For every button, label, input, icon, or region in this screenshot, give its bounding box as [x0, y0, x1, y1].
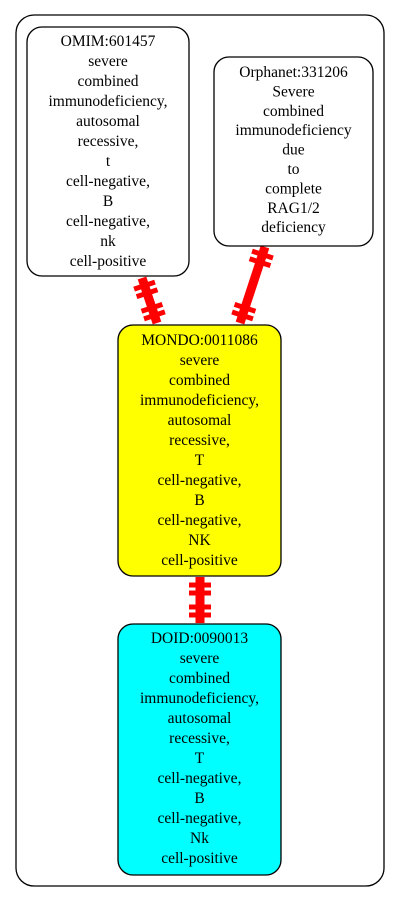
node-doid-label-line: severe	[180, 650, 220, 667]
node-doid-label-line: combined	[169, 670, 230, 687]
edges-layer	[133, 245, 274, 623]
node-mondo-id-label: MONDO:0011086	[141, 332, 258, 349]
node-doid-id-label: DOID:0090013	[151, 630, 249, 647]
node-omim-label-line: combined	[77, 73, 138, 90]
node-doid-label-line: immunodeficiency,	[140, 690, 259, 707]
node-omim-id-label: OMIM:601457	[61, 33, 156, 50]
node-omim[interactable]: OMIM:601457 severe combined immunodeficienc…	[26, 26, 190, 277]
edge-mondo-to-doid	[189, 577, 211, 623]
node-orphanet-box	[213, 56, 374, 247]
node-mondo-label-line: severe	[180, 352, 220, 369]
edge-tee-marker	[231, 309, 254, 322]
node-mondo-box	[117, 324, 282, 577]
edge-tee-marker	[251, 248, 274, 261]
node-orphanet-label-line: complete	[265, 180, 322, 197]
node-omim-label-line: severe	[88, 53, 128, 70]
node-doid-label-line: Nk	[190, 830, 209, 847]
node-omim-label-line: B	[103, 193, 113, 210]
node-orphanet-label-line: Severe	[272, 83, 314, 100]
node-doid[interactable]: DOID:0090013 severe combined immunodeficien…	[117, 623, 282, 876]
nodes-layer: OMIM:601457 severe combined immunodeficienc…	[26, 26, 374, 876]
node-mondo-label-line: recessive,	[169, 432, 230, 449]
node-mondo-label-line: cell-positive	[161, 552, 238, 569]
edge-tee-marker	[248, 256, 272, 269]
edge-tee-marker	[140, 301, 164, 314]
node-doid-label-line: B	[194, 790, 204, 807]
node-doid-label-line: autosomal	[168, 710, 232, 727]
edge-tee-marker	[133, 279, 156, 292]
node-mondo-label-line: B	[194, 492, 204, 509]
edge-omim-to-mondo	[133, 276, 166, 325]
node-mondo-label-line: immunodeficiency,	[140, 392, 259, 409]
node-mondo-label-line: combined	[169, 372, 230, 389]
node-orphanet-label-line: combined	[263, 103, 324, 120]
cluster-border	[15, 14, 385, 887]
node-orphanet-id-label: Orphanet:331206	[239, 64, 348, 81]
node-doid-label-line: cell-negative,	[158, 810, 242, 827]
node-omim-label-line: cell-negative,	[66, 173, 150, 190]
node-omim-label-line: cell-negative,	[66, 213, 150, 230]
node-mondo[interactable]: MONDO:0011086 severe combined immunodeficie…	[117, 324, 282, 577]
node-orphanet-label-line: to	[287, 161, 299, 178]
node-doid-label-line: T	[195, 750, 205, 767]
node-orphanet-label-line: immunodeficiency	[235, 122, 351, 139]
node-omim-label-line: recessive,	[78, 133, 139, 150]
edge-tee-marker	[233, 301, 257, 314]
node-mondo-label-line: NK	[188, 532, 211, 549]
node-orphanet-label-line: RAG1/2	[267, 200, 320, 217]
node-orphanet-label-line: deficiency	[261, 219, 326, 236]
node-doid-label-line: cell-positive	[161, 850, 238, 867]
node-omim-box	[26, 26, 190, 277]
node-orphanet-label-line: due	[282, 142, 305, 159]
node-mondo-label-line: autosomal	[168, 412, 232, 429]
node-omim-label-line: autosomal	[76, 113, 140, 130]
node-omim-label-line: t	[106, 153, 111, 170]
edge-orphanet-to-mondo	[231, 245, 274, 325]
node-omim-label-line: cell-positive	[70, 253, 147, 270]
node-mondo-label-line: cell-negative,	[158, 512, 242, 529]
node-doid-box	[117, 623, 282, 876]
node-omim-label-line: immunodeficiency,	[48, 93, 167, 110]
edge-tee-marker	[143, 309, 166, 322]
node-doid-label-line: recessive,	[169, 730, 230, 747]
node-mondo-label-line: cell-negative,	[158, 472, 242, 489]
node-omim-label-line: nk	[100, 233, 116, 250]
edge-tee-marker	[135, 287, 159, 300]
node-mondo-label-line: T	[195, 452, 205, 469]
node-doid-label-line: cell-negative,	[158, 770, 242, 787]
